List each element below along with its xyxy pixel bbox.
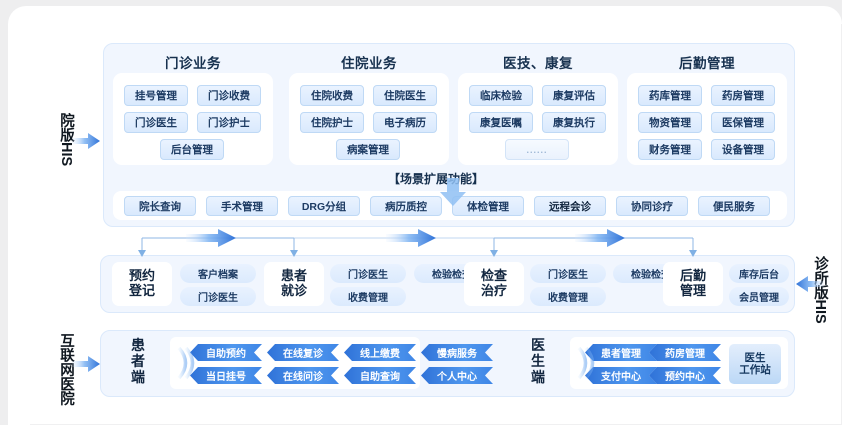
group-title-logistics: 后勤管理 [679, 56, 735, 71]
doctor-label-char-1: 医 [531, 337, 545, 353]
workstation-line-2: 工作站 [739, 364, 771, 376]
chip-guahao-guanli[interactable]: 挂号管理 [124, 85, 188, 106]
group-title-medtech-rehab: 医技、康复 [503, 56, 573, 71]
arrow-chip-zhifu-zhongxin[interactable]: 支付中心 [585, 367, 657, 384]
pill-huiyuan-guanli[interactable]: 会员管理 [729, 287, 789, 306]
chip-zhuyuan-yisheng[interactable]: 住院医生 [373, 85, 437, 106]
arrow-chip-manbing-fuwu[interactable]: 慢病服务 [421, 344, 493, 361]
patient-side-label: 患 者 端 [129, 337, 147, 386]
pill-mzys-1[interactable]: 门诊医生 [180, 287, 256, 306]
chip-shebei-guanli[interactable]: 设备管理 [711, 139, 775, 160]
stage-line-2: 登记 [128, 283, 155, 298]
chip-bianmin-fuwu[interactable]: 便民服务 [698, 196, 770, 216]
chip-linchuang-jianyan[interactable]: 临床检验 [469, 85, 533, 106]
arrow-chip-dangri-guahao[interactable]: 当日挂号 [190, 367, 262, 384]
patient-label-char-3: 端 [131, 369, 145, 386]
chip-bingli-zhikong[interactable]: 病历质控 [370, 196, 442, 216]
rail-arrow-hospital [72, 133, 100, 149]
arrow-chip-xianshang-jiaofei[interactable]: 线上缴费 [344, 344, 416, 361]
pill-sfgl-1[interactable]: 收费管理 [330, 287, 406, 306]
chip-drg-fenzu[interactable]: DRG分组 [288, 196, 360, 216]
arrow-chip-zizhu-yuyue[interactable]: 自助预约 [190, 344, 262, 361]
clinic-flow-arrow-2 [386, 229, 436, 247]
stage-appointment-registration[interactable]: 预约 登记 [112, 262, 172, 306]
chip-yuanzhang-chaxun[interactable]: 院长查询 [124, 196, 196, 216]
group-title-outpatient: 门诊业务 [165, 56, 221, 71]
rail-label-hospital-his: 院版HIS [58, 113, 74, 167]
chip-kangfu-pinggu[interactable]: 康复评估 [542, 85, 606, 106]
chip-kangfu-yizhu[interactable]: 康复医嘱 [469, 112, 533, 133]
chip-houtai-guanli[interactable]: 后台管理 [160, 139, 224, 160]
chip-yuancheng-huizhen[interactable]: 远程会诊 [534, 196, 606, 216]
stage-patient-visit[interactable]: 患者 就诊 [264, 262, 324, 306]
stage-line-2: 管理 [679, 283, 706, 298]
stage-line-1: 后勤 [679, 268, 706, 284]
stage-line-2: 就诊 [280, 283, 307, 298]
clinic-flow-arrow-1 [186, 229, 236, 247]
chip-menzhen-hushi[interactable]: 门诊护士 [197, 112, 261, 133]
chip-kangfu-zhixing[interactable]: 康复执行 [542, 112, 606, 133]
arrow-chip-geren-zhongxin[interactable]: 个人中心 [421, 367, 493, 384]
chip-zhuyuan-hushi[interactable]: 住院护士 [300, 112, 364, 133]
chip-zhuyuan-shoufei[interactable]: 住院收费 [300, 85, 364, 106]
chip-dianzi-bingli[interactable]: 电子病历 [373, 112, 437, 133]
clinic-flow-connectors [141, 237, 694, 252]
chip-yaofang-guanli[interactable]: 药房管理 [711, 85, 775, 106]
pill-kchouta[interactable]: 库存后台 [729, 264, 789, 283]
patient-label-char-2: 者 [131, 353, 145, 370]
stage-logistics-management[interactable]: 后勤 管理 [663, 262, 723, 306]
chip-xietong-zhenliao[interactable]: 协同诊疗 [616, 196, 688, 216]
group-title-inpatient: 住院业务 [341, 56, 397, 71]
doctor-workstation-box[interactable]: 医生 工作站 [729, 344, 781, 384]
chip-yaoku-guanli[interactable]: 药库管理 [638, 85, 702, 106]
workstation-line-1: 医生 [744, 351, 766, 364]
clinic-flow-arrow-3 [575, 229, 625, 247]
chip-more-placeholder[interactable]: ...... [505, 139, 569, 160]
doctor-label-char-3: 端 [531, 369, 545, 386]
pill-mzys-2[interactable]: 门诊医生 [330, 264, 406, 283]
arrow-chip-zaixian-fuzhen[interactable]: 在线复诊 [267, 344, 339, 361]
rail-label-internet-hospital: 互联网医院 [58, 332, 74, 406]
stage-line-1: 患者 [280, 268, 307, 284]
stage-line-2: 治疗 [480, 283, 507, 298]
pill-khdangan[interactable]: 客户档案 [180, 264, 256, 283]
chip-caiwu-guanli[interactable]: 财务管理 [638, 139, 702, 160]
chip-tijian-guanli[interactable]: 体检管理 [452, 196, 524, 216]
chip-shoushu-guanli[interactable]: 手术管理 [206, 196, 278, 216]
rail-arrow-internet [72, 356, 100, 372]
chip-wuzi-guanli[interactable]: 物资管理 [638, 112, 702, 133]
stage-line-1: 检查 [480, 268, 507, 284]
arrow-chip-huanzhe-guanli[interactable]: 患者管理 [585, 344, 657, 361]
stage-line-1: 预约 [128, 268, 155, 284]
doctor-side-label: 医 生 端 [529, 337, 547, 386]
arrow-chip-zaixian-wenzhen[interactable]: 在线问诊 [267, 367, 339, 384]
patient-label-char-1: 患 [131, 337, 145, 353]
chip-yibao-guanli[interactable]: 医保管理 [711, 112, 775, 133]
stage-exam-treatment[interactable]: 检查 治疗 [464, 262, 524, 306]
arrow-chip-yaofang-guanli[interactable]: 药房管理 [649, 344, 721, 361]
arrow-chip-zizhu-chaxun[interactable]: 自助查询 [344, 367, 416, 384]
pill-mzys-3[interactable]: 门诊医生 [530, 264, 606, 283]
chip-bingan-guanli[interactable]: 病案管理 [336, 139, 400, 160]
chip-menzhen-shoufei[interactable]: 门诊收费 [197, 85, 261, 106]
scenario-extension-label: 【场景扩展功能】 [387, 172, 484, 186]
doctor-label-char-2: 生 [531, 353, 545, 370]
arrow-chip-yuyue-zhongxin[interactable]: 预约中心 [649, 367, 721, 384]
rail-label-clinic-his: 诊所版HIS [812, 256, 828, 324]
pill-sfgl-2[interactable]: 收费管理 [530, 287, 606, 306]
chip-menzhen-yisheng[interactable]: 门诊医生 [124, 112, 188, 133]
